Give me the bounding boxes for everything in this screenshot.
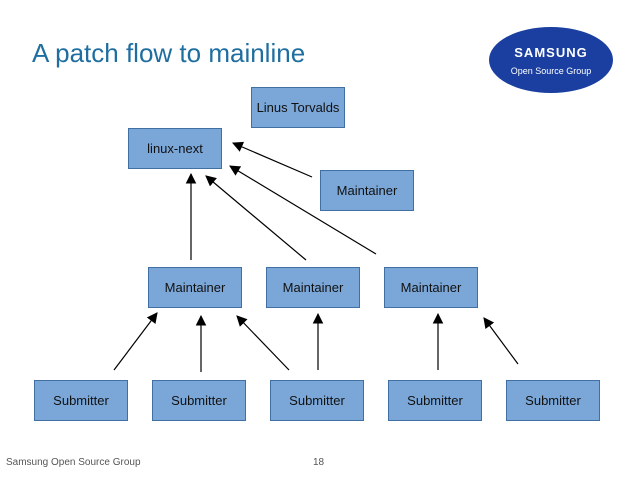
samsung-logo-subtitle: Open Source Group bbox=[511, 66, 592, 76]
slide-title: A patch flow to mainline bbox=[32, 38, 306, 68]
arrow-submitter-3-to-maintainer-1 bbox=[236, 315, 290, 371]
arrow-top-maintainer-to-linux-next bbox=[232, 141, 313, 178]
samsung-logo-ellipse bbox=[489, 27, 613, 93]
node-maintainer-1: Maintainer bbox=[148, 267, 242, 308]
arrow-submitter-5-to-maintainer-3 bbox=[483, 317, 519, 365]
node-submitter-5-label: Submitter bbox=[525, 393, 581, 408]
samsung-logo: SAMSUNG Open Source Group bbox=[489, 27, 613, 93]
node-linux-next-label: linux-next bbox=[147, 141, 203, 156]
node-maintainer-3-label: Maintainer bbox=[400, 280, 462, 295]
page-number: 18 bbox=[313, 457, 325, 468]
footer-org: Samsung Open Source Group bbox=[6, 457, 141, 468]
node-linux-next: linux-next bbox=[128, 128, 222, 169]
arrow-maintainer-3-to-linux-next bbox=[229, 165, 377, 255]
node-top-maintainer: Maintainer bbox=[320, 170, 414, 211]
node-top-maintainer-label: Maintainer bbox=[336, 183, 398, 198]
arrow-submitter-1-to-maintainer-1 bbox=[113, 312, 158, 371]
node-maintainer-2-label: Maintainer bbox=[282, 280, 344, 295]
node-submitter-5: Submitter bbox=[506, 380, 600, 421]
samsung-logo-brand: SAMSUNG bbox=[514, 45, 587, 60]
node-submitter-1: Submitter bbox=[34, 380, 128, 421]
node-submitter-4: Submitter bbox=[388, 380, 482, 421]
node-submitter-3-label: Submitter bbox=[289, 393, 345, 408]
node-submitter-1-label: Submitter bbox=[53, 393, 109, 408]
node-maintainer-2: Maintainer bbox=[266, 267, 360, 308]
node-submitter-2: Submitter bbox=[152, 380, 246, 421]
node-submitter-4-label: Submitter bbox=[407, 393, 463, 408]
node-maintainer-3: Maintainer bbox=[384, 267, 478, 308]
node-maintainer-1-label: Maintainer bbox=[164, 280, 226, 295]
node-submitter-2-label: Submitter bbox=[171, 393, 227, 408]
arrow-maintainer-2-to-linux-next bbox=[205, 175, 307, 261]
node-linus-torvalds-label: Linus Torvalds bbox=[256, 100, 340, 115]
node-submitter-3: Submitter bbox=[270, 380, 364, 421]
node-linus-torvalds: Linus Torvalds bbox=[251, 87, 345, 128]
